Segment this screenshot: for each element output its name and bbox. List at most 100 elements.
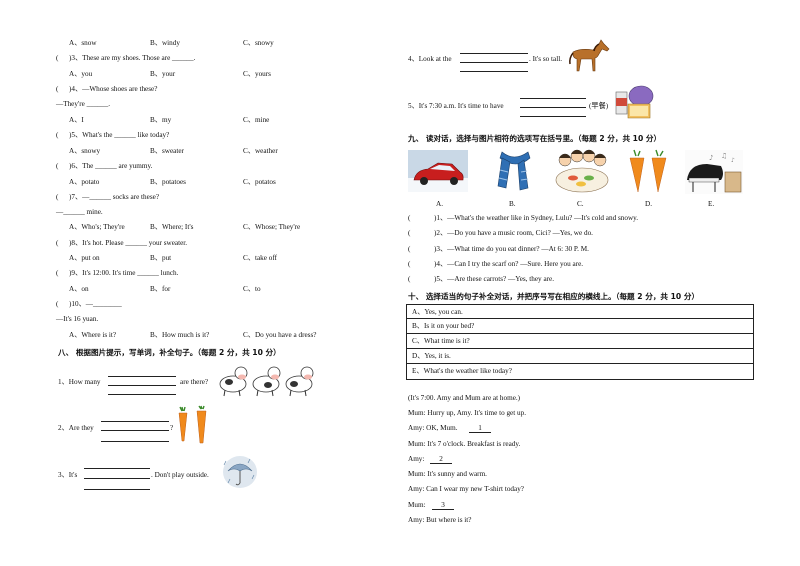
answer-line[interactable] [101,441,169,442]
dialog-4-text: )4、—Can I try the scarf on? —Sure. Here … [434,260,584,268]
q10-option-c: C、Do you have a dress? [243,331,317,339]
s8-4-pre: 4、Look at the [408,55,452,63]
conv-line-4: Amy: [408,455,425,463]
pic-label-c: C. [577,200,584,208]
blank-2[interactable]: 2 [430,455,452,465]
q7-option-a: A、Who's; They're [69,223,125,231]
answer-line[interactable] [108,376,176,377]
answer-line[interactable] [84,478,150,479]
box-row-divider [406,348,754,349]
dialog-5-text: )5、—Are these carrots? —Yes, they are. [434,275,555,283]
box-option-c: C、What time is it? [412,337,470,345]
conv-line-2: Amy: OK, Mum. [408,424,458,432]
q10-option-b: B、How much is it? [150,331,210,339]
conv-line-5: Mum: It's sunny and warm. [408,470,487,478]
answer-line[interactable] [520,107,586,108]
answer-line[interactable] [460,71,528,72]
q4-option-a: A、I [69,116,84,124]
family-dinner-icon [555,149,609,193]
q2-option-a: A、snow [69,39,97,47]
breakfast-icon [615,85,654,119]
box-row-divider [406,318,754,319]
q7-paren: ( [56,193,59,201]
svg-text:♪: ♪ [731,157,735,164]
answer-line[interactable] [460,53,528,54]
answer-line[interactable] [84,489,150,490]
box-option-d: D、Yes, it is. [412,352,451,360]
conv-line-1: Mum: Hurry up, Amy. It's time to get up. [408,409,527,417]
blank-1[interactable]: 1 [469,424,491,434]
conv-line-8: Amy: But where is it? [408,516,472,524]
answer-line[interactable] [101,421,169,422]
box-option-a: A、Yes, you can. [412,308,463,316]
cow-icon [219,366,314,397]
carrots-icon [629,149,667,193]
q9-paren: ( [56,269,59,277]
q8-text: )8、It's hot. Please ______ your sweater. [69,239,188,247]
pic-label-b: B. [509,200,516,208]
answer-line[interactable] [520,116,586,117]
horse-icon [569,39,610,72]
q3-option-b: B、your [150,70,176,78]
svg-text:♪: ♪ [709,154,713,162]
q6-paren: ( [56,162,59,170]
dialog-3-paren: ( [408,245,411,253]
q7-line2: —______ mine. [56,208,103,216]
s8-5-pre: 5、It's 7:30 a.m. It's time to have [408,102,504,110]
q5-text: )5、What's the ______ like today? [69,131,170,139]
blank-3[interactable]: 3 [432,501,454,511]
q7-option-b: B、Where; It's [150,223,194,231]
q10-option-a: A、Where is it? [69,331,117,339]
dialog-1-text: )1、—What's the weather like in Sydney, L… [434,214,639,222]
q3-text: )3、These are my shoes. Those are ______. [69,54,196,62]
q5-paren: ( [56,131,59,139]
q8-paren: ( [56,239,59,247]
s8-1-post: are there? [180,378,209,386]
q9-option-b: B、for [150,285,171,293]
s8-3-post: . Don't play outside. [151,471,209,479]
dialog-2-paren: ( [408,229,411,237]
q8-option-a: A、put on [69,254,100,262]
q10-line2: —It's 16 yuan. [56,315,99,323]
q7-option-c: C、Whose; They're [243,223,301,231]
q4-option-c: C、mine [243,116,270,124]
q6-option-c: C、potatos [243,178,276,186]
q7-text: )7、—______ socks are these? [69,193,160,201]
q2-option-c: C、snowy [243,39,274,47]
q5-option-b: B、sweater [150,147,184,155]
answer-line[interactable] [84,468,150,469]
dialog-1-paren: ( [408,214,411,222]
pic-label-e: E. [708,200,715,208]
options-box [406,304,754,380]
answer-line[interactable] [520,98,586,99]
box-row-divider [406,363,754,364]
q5-option-c: C、weather [243,147,278,155]
s8-2-pre: 2、Are they [58,424,94,432]
piano-room-icon: ♪♫♪ [685,150,743,194]
s8-5-post: (早餐) [589,102,609,110]
section-8-title: 八、 根据图片提示，写单词，补全句子。（每题 2 分，共 10 分） [58,348,281,357]
box-option-b: B、Is it on your bed? [412,322,475,330]
q5-option-a: A、snowy [69,147,101,155]
dialog-5-paren: ( [408,275,411,283]
q8-option-c: C、take off [243,254,278,262]
q3-option-c: C、yours [243,70,271,78]
q3-option-a: A、you [69,70,93,78]
q6-option-a: A、potato [69,178,100,186]
q9-option-c: C、to [243,285,261,293]
dialog-2-text: )2、—Do you have a music room, Cici? —Yes… [434,229,593,237]
q2-option-b: B、windy [150,39,180,47]
s8-2-post: ? [170,424,174,432]
scarf-icon [497,151,531,191]
conv-line-7: Mum: [408,501,426,509]
conv-line-0: (It's 7:00. Amy and Mum are at home.) [408,394,521,402]
answer-line[interactable] [108,385,176,386]
carrot-icon [178,405,207,444]
answer-line[interactable] [101,430,169,431]
q6-text: )6、The ______ are yummy. [69,162,153,170]
s8-4-post: . It's so tall. [529,55,563,63]
q4-option-b: B、my [150,116,172,124]
answer-line[interactable] [460,62,528,63]
section-9-title: 九、 读对话，选择与图片相符的选项写在括号里。（每题 2 分，共 10 分） [408,134,662,143]
answer-line[interactable] [108,394,176,395]
